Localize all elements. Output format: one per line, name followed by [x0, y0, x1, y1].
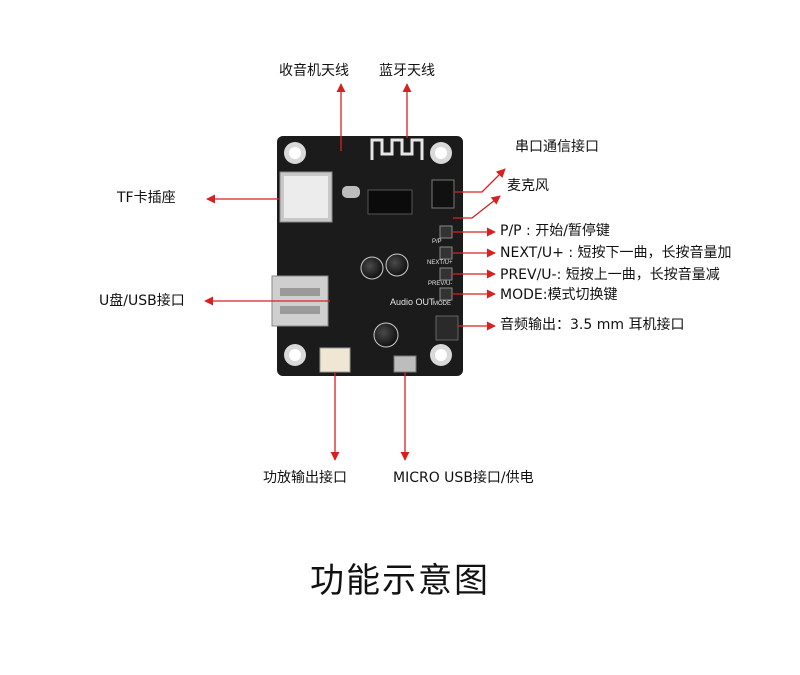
micro-usb-port [393, 355, 417, 373]
callout-arrows [204, 83, 506, 461]
crystal [342, 186, 360, 198]
label-uart: 串口通信接口 [515, 139, 599, 155]
diagram-title: 功能示意图 [310, 561, 490, 601]
silk-audio-out: Audio OUT [390, 297, 435, 307]
audio-jack [435, 315, 459, 341]
buttons-column [439, 225, 453, 301]
label-amp-out: 功放输出接口 [263, 470, 347, 486]
silk-pp: P/P [432, 239, 442, 245]
silk-mode: MODE [433, 301, 451, 307]
pcb-board: Audio OUT P/P NEXT/U+ PREV/U- MODE [271, 136, 463, 376]
label-tf-slot: TF卡插座 [117, 190, 176, 206]
label-prev: PREV/U-: 短按上一曲，长按音量减 [500, 267, 720, 283]
label-usb-port: U盘/USB接口 [99, 293, 185, 309]
capacitor [385, 253, 409, 277]
label-mic: 麦克风 [507, 178, 549, 194]
bt-antenna-trace [370, 138, 424, 160]
capacitor [373, 322, 399, 348]
label-micro-usb: MICRO USB接口/供电 [393, 470, 534, 486]
silk-prev: PREV/U- [428, 281, 452, 287]
amp-connector [319, 347, 351, 373]
capacitor [360, 256, 384, 280]
arrow-mic [453, 195, 501, 219]
label-pp: P/P : 开始/暂停键 [500, 223, 610, 239]
silk-next: NEXT/U+ [427, 260, 453, 266]
main-ic [367, 189, 413, 215]
label-mode: MODE:模式切换键 [500, 287, 618, 303]
label-bt-antenna: 蓝牙天线 [379, 63, 435, 79]
label-next: NEXT/U+ : 短按下一曲，长按音量加 [500, 245, 732, 261]
uart-header [431, 179, 455, 209]
label-audio-out: 音频输出：3.5 mm 耳机接口 [500, 317, 685, 333]
arrow-uart [455, 168, 506, 193]
label-fm-antenna: 收音机天线 [279, 63, 349, 79]
